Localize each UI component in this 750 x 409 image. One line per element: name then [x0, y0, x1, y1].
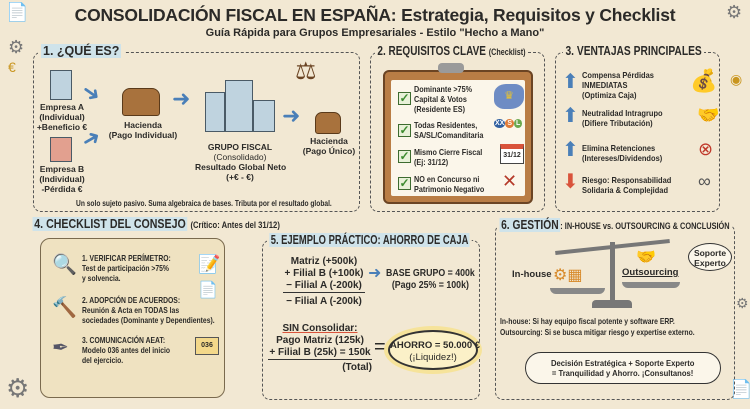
checklist-item: 2. ADOPCIÓN DE ACUERDOS:Reunión & Acta e… — [82, 295, 215, 325]
building-icon — [253, 100, 275, 132]
spain-map-crown-icon: ♛ — [494, 84, 524, 109]
arrow-up-icon: ⬆ — [562, 105, 579, 127]
scales-money-icon: ⚖ — [295, 58, 317, 85]
gear-icon: ⚙ — [726, 2, 743, 22]
handshake-icon: 🤝 — [697, 105, 720, 125]
building-b-icon — [50, 137, 72, 162]
requirement-item: Dominante >75%Capital & Votos(Residente … — [414, 84, 473, 114]
empresa-b-label: Empresa B(Individual)-Pérdida € — [39, 164, 85, 194]
section-1-footer: Un solo sujeto pasivo. Suma algebraica d… — [76, 198, 332, 208]
document-pen-icon: 📄 — [198, 282, 218, 299]
grupo-fiscal-label: GRUPO FISCAL(Consolidado)Resultado Globa… — [195, 142, 287, 182]
scale-pillar — [610, 242, 615, 302]
scale-base — [592, 300, 632, 308]
page-subtitle: Guía Rápida para Grupos Empresariales - … — [205, 27, 545, 39]
treasure-chest-icon — [315, 112, 341, 134]
gavel-icon: 🔨 — [52, 297, 77, 319]
section-6-heading: 6. GESTIÓN: IN-HOUSE vs. OUTSOURCING & C… — [497, 218, 733, 232]
quill-icon: ✒ — [52, 337, 69, 359]
arrow-icon: ➜ — [368, 265, 382, 282]
arrow-down-icon: ⬇ — [562, 171, 579, 193]
section-what-is — [33, 52, 360, 212]
hacienda-unico-label: Hacienda(Pago Único) — [302, 136, 356, 156]
signed-document-icon: 📝 — [198, 254, 221, 274]
clipboard-clip-icon — [438, 63, 464, 73]
gear-calculator-icon: ⚙▦ — [553, 267, 583, 284]
chain-knot-icon: ∞ — [698, 171, 711, 191]
gavel-crossed-icon: ✕ — [502, 171, 518, 191]
crossed-coin-icon: ⊗ — [698, 139, 714, 159]
arrow-icon: ➜ — [282, 103, 301, 128]
document-icon: 📄 — [730, 379, 750, 399]
section-1-heading: 1. ¿QUÉ ES? — [38, 44, 125, 58]
management-notes: In-house: Si hay equipo fiscal potente y… — [500, 316, 695, 337]
advantage-item: Elimina Retenciones(Intereses/Dividendos… — [582, 143, 663, 163]
magnifier-icon: 🔍 — [52, 254, 77, 276]
gear-icon: ⚙ — [8, 37, 25, 57]
without-consolidation: SIN Consolidar:Pago Matriz (125k)+ Filia… — [268, 323, 372, 373]
arrow-up-icon: ⬆ — [562, 71, 579, 93]
checklist-item: 1. VERIFICAR PERÍMETRO:Test de participa… — [82, 253, 171, 283]
empresa-a-label: Empresa A(Individual)+Beneficio € — [36, 102, 88, 132]
envelope-icon: 036 — [195, 337, 219, 355]
checklist-item: 3. COMUNICACIÓN AEAT:Modelo 036 antes de… — [82, 335, 171, 365]
building-icon — [225, 80, 253, 132]
scale-pan-right — [622, 282, 680, 288]
coins-icon: ◉ — [730, 71, 743, 87]
hacienda-individual-label: Hacienda(Pago Individual) — [108, 120, 178, 140]
checkbox-checked: ✓ — [398, 176, 411, 190]
checkbox-checked: ✓ — [398, 91, 411, 105]
section-2-heading: 2. REQUISITOS CLAVE (Checklist) — [375, 44, 528, 58]
building-icon — [205, 92, 225, 132]
requirement-item: Todas Residentes,SA/SL/Comanditaria — [414, 120, 484, 140]
section-3-heading: 3. VENTAJAS PRINCIPALES — [563, 44, 705, 58]
outsourcing-label: Outsourcing — [622, 267, 679, 278]
gear-icon: ⚙ — [6, 373, 30, 403]
treasure-chest-icon — [122, 88, 160, 116]
money-bag-icon: 💰 — [690, 68, 718, 93]
euro-coin-icon: € — [8, 59, 16, 75]
requirement-item: Mismo Cierre Fiscal(Ej: 31/12) — [414, 147, 483, 167]
document-icon: 📄 — [6, 2, 29, 22]
inhouse-label: In-house — [512, 269, 552, 280]
handshake-people-icon: 🤝 — [636, 249, 656, 266]
section-5-heading: 5. EJEMPLO PRÁCTICO: AHORRO DE CAJA — [267, 233, 473, 247]
section-4-heading: 4. CHECKLIST DEL CONSEJO (Crítico: Antes… — [30, 217, 283, 231]
base-grupo-result: BASE GRUPO = 400k(Pago 25% = 100k) — [386, 268, 475, 291]
equals-sign: = — [374, 336, 386, 358]
savings-highlight: AHORRO = 50.000 €(¡Liquidez!) — [388, 330, 480, 370]
advantage-item: Neutralidad Intragrupo(Difiere Tributaci… — [582, 108, 663, 128]
checkbox-checked: ✓ — [398, 123, 411, 137]
gear-icon: ⚙ — [736, 295, 749, 311]
arrow-icon: ➜ — [172, 86, 191, 111]
conclusion-cloud: Decisión Estratégica + Soporte Experto= … — [525, 352, 721, 384]
page-title: CONSOLIDACIÓN FISCAL EN ESPAÑA: Estrateg… — [74, 5, 676, 25]
calendar-icon: 31/12 — [500, 144, 524, 164]
building-a-icon — [50, 70, 72, 100]
scroll-parchment — [40, 238, 225, 398]
group-calculation: Matriz (+500k)+ Filial B (+100k)− Filial… — [283, 256, 365, 307]
arrow-up-icon: ⬆ — [562, 139, 579, 161]
checkbox-checked: ✓ — [398, 149, 411, 163]
scale-pan-left — [550, 288, 605, 294]
